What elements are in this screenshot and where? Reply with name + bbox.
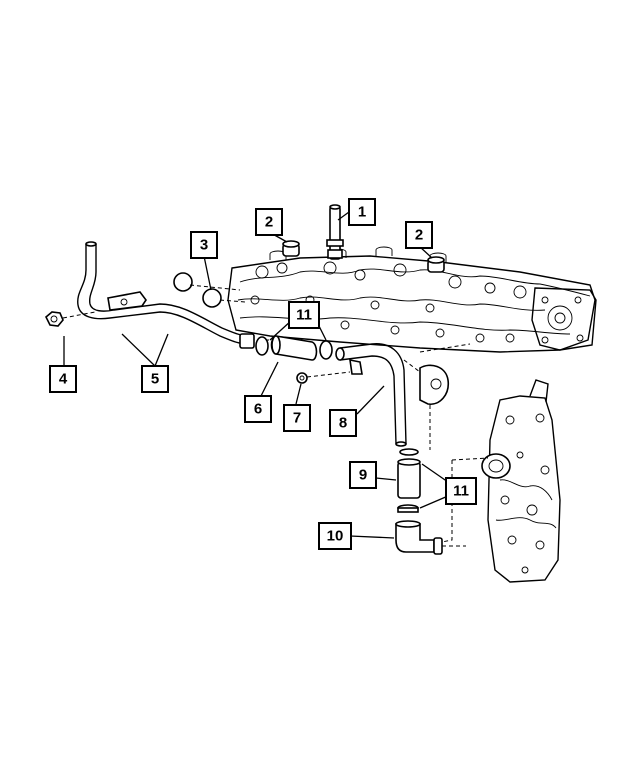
part-8-tube <box>335 343 450 450</box>
part-2-cap-left <box>282 240 300 257</box>
part-11-clamps-upper <box>255 336 333 360</box>
callout-9: 9 <box>349 461 377 489</box>
part-9-hose <box>397 448 421 499</box>
callout-11-lower-label: 11 <box>453 483 469 500</box>
callout-10: 10 <box>318 522 352 550</box>
callout-6-label: 6 <box>254 401 262 418</box>
callout-5-label: 5 <box>151 371 159 388</box>
part-3-plugs <box>173 272 246 308</box>
part-2-cap-right <box>427 256 445 273</box>
part-4-nut <box>45 311 96 327</box>
pump-housing <box>481 379 561 583</box>
callout-8: 8 <box>329 409 357 437</box>
part-1-tube <box>326 204 344 260</box>
part-6-hose <box>270 335 318 361</box>
callout-1: 1 <box>348 198 376 226</box>
callout-8-label: 8 <box>339 415 347 432</box>
callout-5: 5 <box>141 365 169 393</box>
part-7-nut <box>296 371 351 384</box>
callout-3: 3 <box>190 231 218 259</box>
callout-11-upper-label: 11 <box>296 307 312 324</box>
part-11-clamp-lower <box>397 504 419 513</box>
callout-2-left-label: 2 <box>265 214 273 231</box>
callout-2-right: 2 <box>405 221 433 249</box>
part-10-elbow <box>395 520 466 555</box>
callout-2-right-label: 2 <box>415 227 423 244</box>
callout-3-label: 3 <box>200 237 208 254</box>
callout-7: 7 <box>283 404 311 432</box>
callout-4-label: 4 <box>59 371 68 388</box>
part-5-hose <box>77 241 272 349</box>
callout-9-label: 9 <box>359 467 367 484</box>
callout-1-label: 1 <box>358 204 366 221</box>
callout-11-lower: 11 <box>445 477 477 505</box>
leader-lines <box>63 211 449 539</box>
callout-11-upper: 11 <box>288 301 320 329</box>
cylinder-head <box>227 246 597 353</box>
callout-7-label: 7 <box>293 410 301 427</box>
callout-2-left: 2 <box>255 208 283 236</box>
callout-6: 6 <box>244 395 272 423</box>
callout-10-label: 10 <box>327 528 344 545</box>
routing-lines <box>419 343 489 543</box>
callout-4: 4 <box>49 365 77 393</box>
